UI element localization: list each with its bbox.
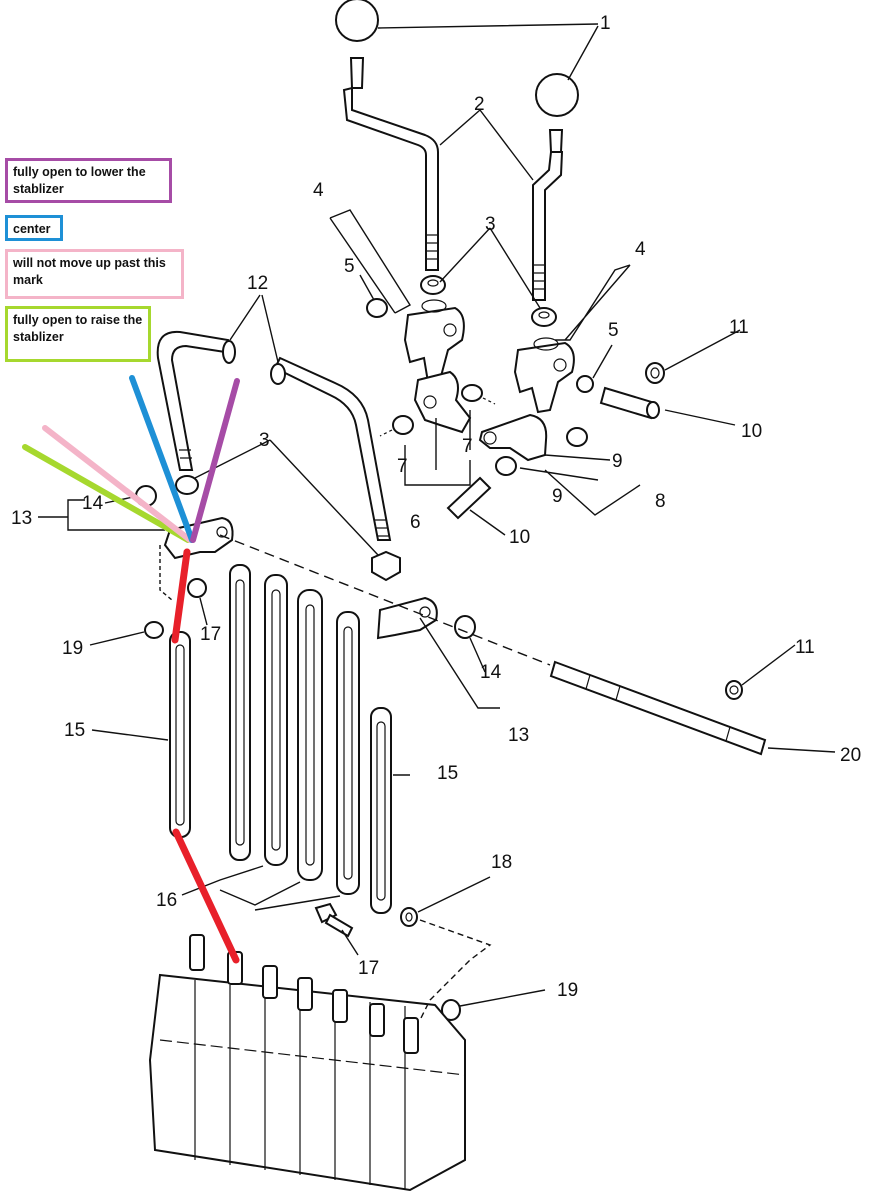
washer-11-upper (645, 362, 665, 384)
washer-18 (400, 907, 418, 927)
pin-10-lower (446, 476, 492, 520)
label-6: 6 (410, 512, 421, 533)
label-3-upper: 3 (485, 214, 496, 235)
callout-center: center (5, 215, 63, 241)
label-9-lower: 9 (552, 486, 563, 507)
nut-19-right (441, 999, 461, 1021)
washer-11-lower (725, 680, 743, 700)
label-18: 18 (491, 852, 512, 873)
pin-10-upper (599, 386, 660, 420)
label-5-left: 5 (344, 256, 355, 277)
nut-19-left (144, 621, 164, 639)
nut-upper-right (531, 307, 557, 327)
label-16: 16 (156, 890, 177, 911)
label-14-left: 14 (82, 493, 104, 514)
shaft-20 (219, 534, 767, 756)
label-10-lower: 10 (509, 527, 530, 548)
link-15-left (169, 631, 191, 838)
link-16-a (229, 564, 251, 861)
nut-upper-left (420, 275, 446, 295)
lever-rod-left (342, 86, 439, 271)
lever-bracket-right (376, 596, 476, 640)
rod-12-right (270, 356, 392, 541)
label-1: 1 (600, 13, 611, 34)
link-16-c (297, 589, 323, 881)
label-19-left: 19 (62, 638, 83, 659)
callout-lower-stabilizer: fully open to lower the stablizer (5, 158, 172, 203)
raise-mark-line (22, 444, 191, 543)
callout-raise-stabilizer: fully open to raise the stablizer (5, 306, 151, 362)
callout-raise-text: fully open to raise the stablizer (13, 313, 143, 344)
bushing-5-right (576, 375, 594, 393)
label-9-upper: 9 (612, 451, 623, 472)
center-mark-line (129, 375, 195, 543)
label-3-lower: 3 (259, 430, 270, 451)
label-4-right: 4 (635, 239, 646, 260)
lever-rod-right (532, 151, 564, 301)
limit-mark-line (42, 425, 193, 543)
bushing-5-left (366, 298, 388, 318)
label-8: 8 (655, 491, 666, 512)
callout-limit-text: will not move up past this mark (13, 256, 166, 287)
label-7-left: 7 (397, 456, 408, 477)
label-4-left: 4 (313, 180, 324, 201)
nut-lower-left (175, 475, 199, 495)
label-17-lower: 17 (358, 958, 379, 979)
label-17-upper: 17 (200, 624, 221, 645)
callout-upper-limit: will not move up past this mark (5, 249, 184, 299)
label-11-upper: 11 (729, 317, 749, 338)
label-7-right: 7 (462, 436, 473, 457)
label-10-upper: 10 (741, 421, 762, 442)
knob-left (335, 0, 379, 89)
bracket-right (513, 337, 575, 414)
part-number-labels: 1 2 3 3 4 4 5 5 6 7 7 8 9 9 10 10 11 11 … (11, 13, 861, 1001)
label-2: 2 (474, 94, 485, 115)
knob-right (535, 73, 579, 153)
bolt-17 (314, 902, 354, 938)
label-11-lower: 11 (795, 637, 815, 658)
label-15-left: 15 (64, 720, 85, 741)
lower-mark-line (190, 378, 240, 543)
label-5-right: 5 (608, 320, 619, 341)
label-15-right: 15 (437, 763, 458, 784)
link-15-right (370, 707, 392, 914)
label-13-left: 13 (11, 508, 32, 529)
callout-lower-text: fully open to lower the stablizer (13, 165, 146, 196)
label-20: 20 (840, 745, 861, 766)
label-14-right: 14 (480, 662, 502, 683)
link-16-d (336, 611, 360, 895)
bracket-left (403, 299, 465, 384)
label-13-right: 13 (508, 725, 529, 746)
callout-center-text: center (13, 222, 51, 236)
valve-spools (189, 934, 419, 1054)
lever-position-marks (22, 375, 240, 543)
rod-12-left (156, 330, 236, 471)
label-12: 12 (247, 273, 268, 294)
link-assembly-right (478, 413, 588, 476)
valve-block (148, 934, 466, 1192)
link-16-b (264, 574, 288, 866)
link-assembly-left (379, 370, 496, 437)
label-19-right: 19 (557, 980, 578, 1001)
nut-lower-right (371, 550, 401, 582)
red-linkage-indicator (171, 548, 240, 964)
